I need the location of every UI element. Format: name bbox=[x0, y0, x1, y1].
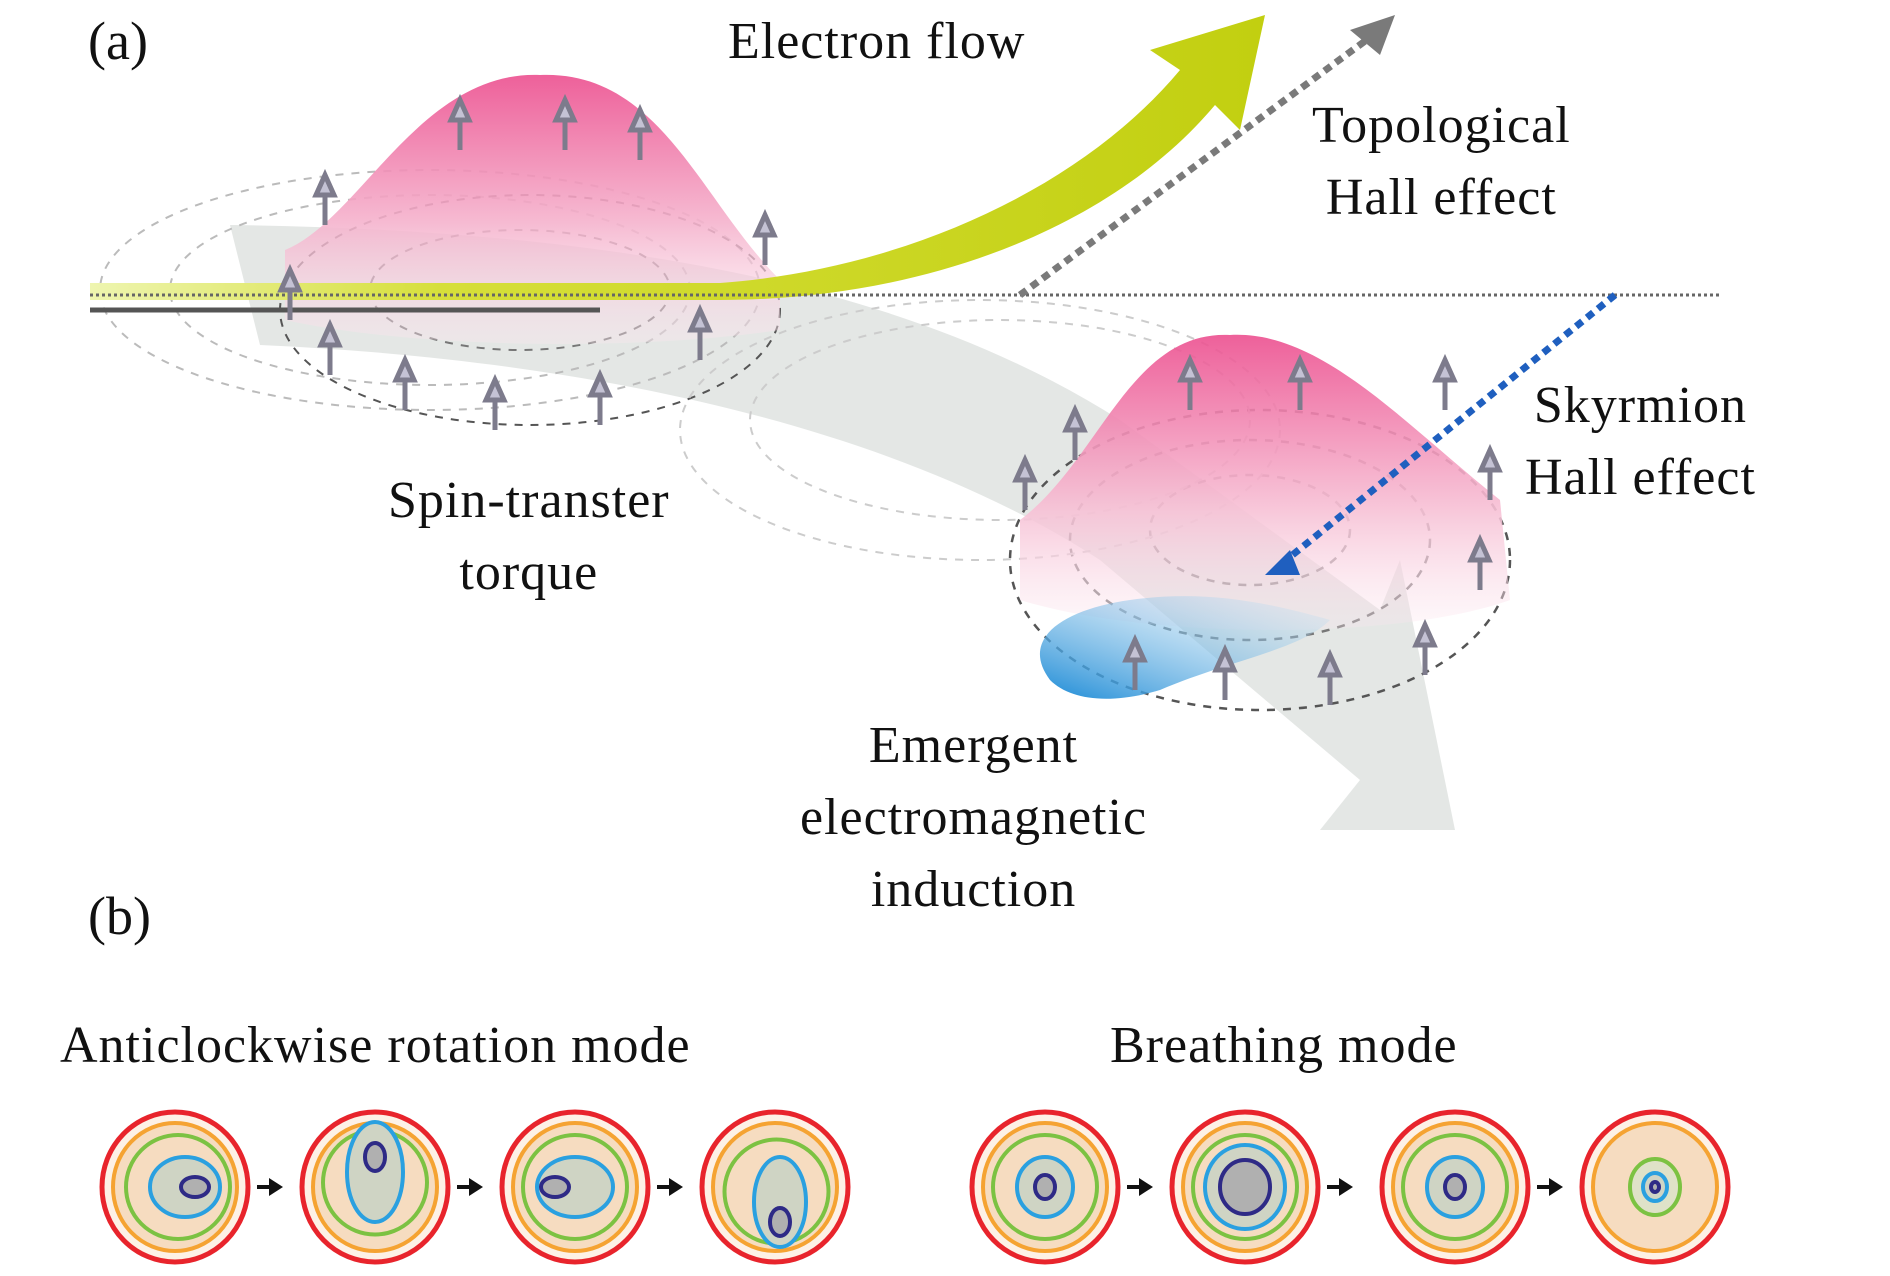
breathing-mode-title: Breathing mode bbox=[1110, 1017, 1458, 1074]
rotation-ring-blue bbox=[535, 1155, 615, 1219]
rotation-ring-green bbox=[321, 1128, 429, 1237]
breathing-ring-orange bbox=[1181, 1121, 1309, 1253]
skyrmion-2-bump bbox=[1020, 334, 1510, 630]
rotation-core bbox=[539, 1175, 571, 1199]
breathing-ring-orange bbox=[1391, 1121, 1519, 1253]
electron-flow-arrow bbox=[90, 15, 1265, 300]
panel-a-illustration bbox=[90, 15, 1720, 830]
topological-hall-arrow bbox=[1017, 27, 1383, 298]
breathing-ring-orange bbox=[981, 1121, 1109, 1253]
arrow-head-icon bbox=[1339, 1178, 1353, 1196]
arrow-head-icon bbox=[269, 1178, 283, 1196]
breathing-frame-1 bbox=[969, 1109, 1121, 1265]
breathing-frame-3 bbox=[1379, 1109, 1531, 1265]
breathing-ring-blue bbox=[1203, 1143, 1287, 1231]
rotation-core bbox=[363, 1141, 387, 1173]
breathing-ring-blue bbox=[1015, 1155, 1075, 1219]
breathing-ring-blue bbox=[1641, 1171, 1669, 1203]
rotation-ring-orange bbox=[111, 1121, 239, 1253]
rotation-ring-blue bbox=[752, 1155, 808, 1249]
breathing-frame-2 bbox=[1169, 1109, 1321, 1265]
emergent-line-3: induction bbox=[870, 861, 1077, 918]
rotation-frame-2 bbox=[299, 1109, 451, 1265]
topological-hall-line-1: Topological bbox=[1312, 97, 1571, 154]
rotation-ring-green bbox=[521, 1133, 629, 1241]
arrow-head-icon bbox=[469, 1178, 483, 1196]
emergent-induction-label: Emergent electromagnetic induction bbox=[800, 710, 1147, 926]
rotation-core bbox=[179, 1175, 211, 1199]
breathing-ring-blue bbox=[1425, 1155, 1485, 1219]
arrow-head-icon bbox=[1549, 1178, 1563, 1196]
rotation-ring-orange bbox=[511, 1121, 639, 1253]
panel-a-tag: (a) bbox=[88, 11, 148, 71]
skyrmion-1-bump bbox=[285, 74, 780, 344]
rotation-ring-orange bbox=[711, 1121, 839, 1253]
arrow-head-icon bbox=[669, 1178, 683, 1196]
rotation-frame-1 bbox=[99, 1109, 251, 1265]
breathing-ring-orange bbox=[1591, 1121, 1719, 1253]
electron-flow-label: Electron flow bbox=[728, 13, 1026, 70]
breathing-ring-green bbox=[1191, 1133, 1299, 1241]
breathing-ring-green bbox=[991, 1133, 1099, 1241]
spin-transfer-label: Spin-transter torque bbox=[388, 465, 670, 609]
spin-transfer-line-1: Spin-transter bbox=[388, 472, 670, 529]
breathing-core bbox=[1649, 1180, 1661, 1194]
rotation-frame-3 bbox=[499, 1109, 651, 1265]
skyrmion-hall-line-2: Hall effect bbox=[1525, 449, 1756, 506]
breathing-ring-green bbox=[1401, 1133, 1509, 1241]
rotation-mode-title: Anticlockwise rotation mode bbox=[60, 1017, 691, 1074]
panel-b-tag: (b) bbox=[88, 886, 151, 946]
arrow-head-icon bbox=[1139, 1178, 1153, 1196]
emergent-blob bbox=[1039, 596, 1330, 699]
breathing-core bbox=[1033, 1173, 1057, 1201]
emergent-line-2: electromagnetic bbox=[800, 789, 1148, 846]
rotation-ring-blue bbox=[345, 1120, 405, 1224]
skyrmion-hall-label: Skyrmion Hall effect bbox=[1525, 370, 1756, 514]
rotation-ring-green bbox=[722, 1137, 831, 1246]
breathing-ring-green bbox=[1628, 1157, 1682, 1217]
breathing-frame-4 bbox=[1579, 1109, 1731, 1265]
rotation-core bbox=[768, 1206, 792, 1238]
rotation-ring-blue bbox=[148, 1155, 222, 1219]
breathing-core bbox=[1443, 1173, 1467, 1201]
emergent-line-1: Emergent bbox=[868, 717, 1079, 774]
rotation-ring-orange bbox=[311, 1121, 439, 1253]
breathing-core bbox=[1218, 1158, 1272, 1216]
spin-transfer-line-2: torque bbox=[459, 544, 599, 601]
topological-hall-label: Topological Hall effect bbox=[1312, 90, 1571, 234]
skyrmion-hall-line-1: Skyrmion bbox=[1533, 377, 1748, 434]
rotation-frame-4 bbox=[699, 1109, 851, 1265]
rotation-ring-green bbox=[124, 1133, 232, 1241]
skyrmion-hall-arrow bbox=[1277, 292, 1618, 568]
topological-hall-line-2: Hall effect bbox=[1325, 169, 1557, 226]
